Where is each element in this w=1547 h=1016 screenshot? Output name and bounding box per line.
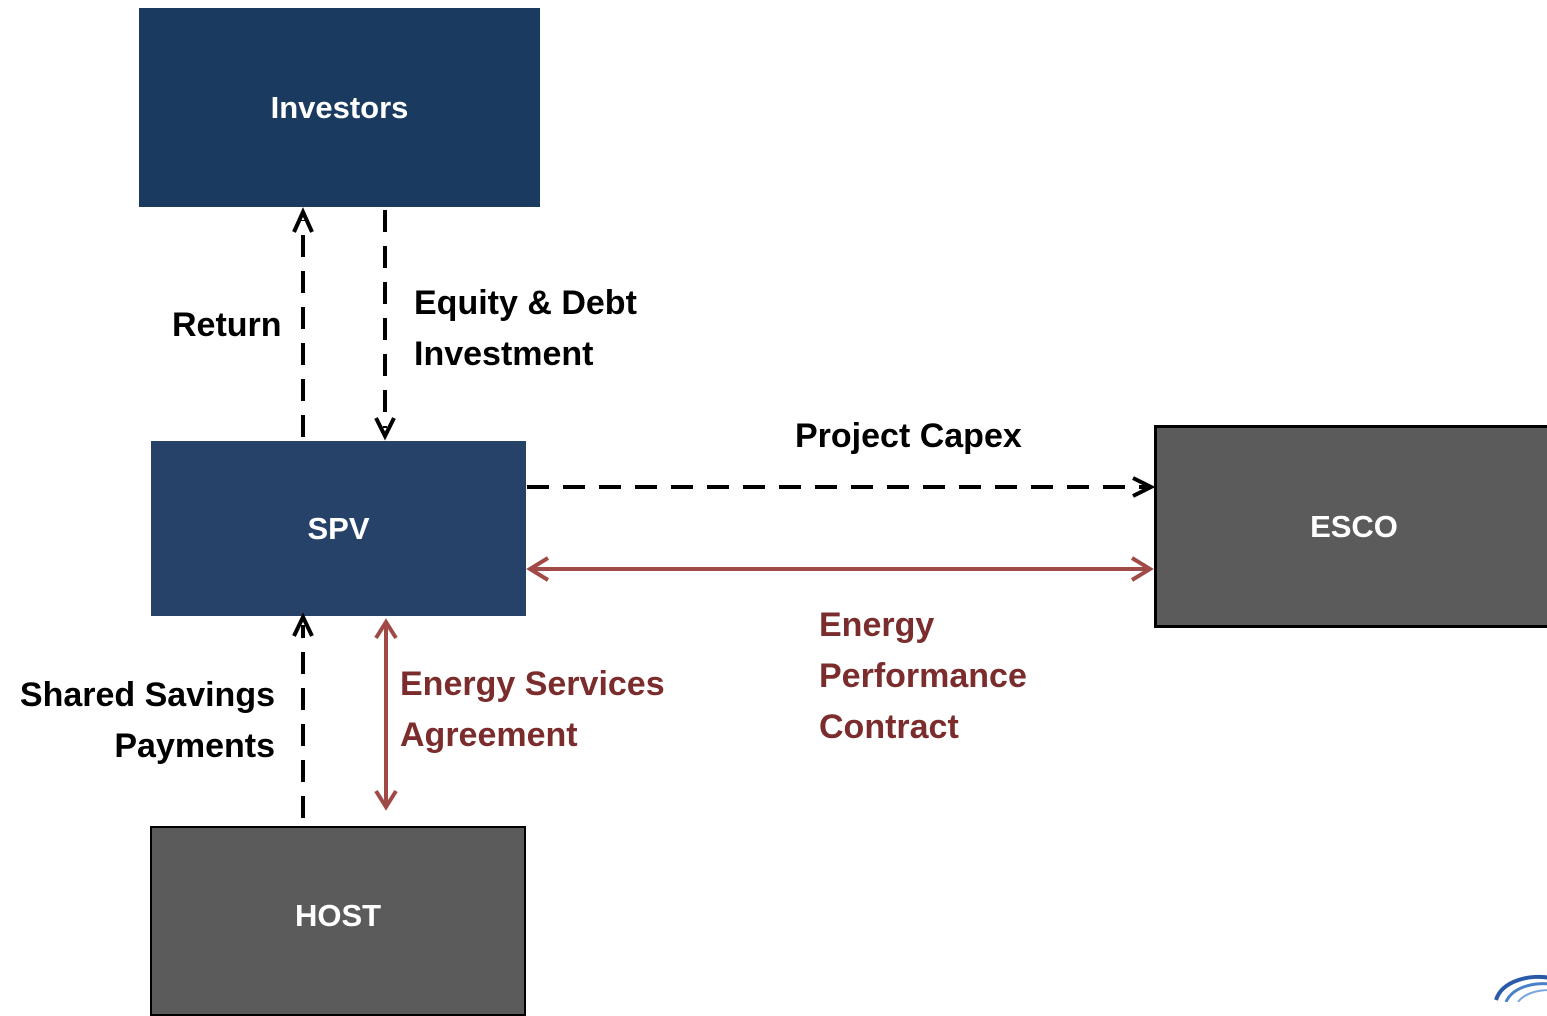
spv-node: SPV <box>151 441 526 616</box>
globe-swoosh-logo-icon <box>1494 974 1547 1002</box>
energy-services-agreement-arrow <box>374 618 398 811</box>
host-label: HOST <box>294 898 382 933</box>
esco-label: ESCO <box>1310 508 1398 544</box>
investors-label: Investors <box>270 89 409 125</box>
shared-savings-label: Shared Savings Payments <box>19 676 275 765</box>
return-label: Return <box>172 306 282 344</box>
project-capex-label: Project Capex <box>795 417 1022 455</box>
investors-node: Investors <box>139 8 540 207</box>
project-capex-arrow <box>527 476 1156 498</box>
energy-performance-contract-arrow <box>526 556 1154 582</box>
energy-services-agreement-label: Energy Services Agreement <box>400 665 665 754</box>
return-arrow <box>292 207 314 437</box>
spv-label: SPV <box>307 510 370 546</box>
energy-performance-contract-label: Energy Performance Contract <box>819 606 1027 746</box>
esco-node: ESCO <box>1154 425 1547 628</box>
shared-savings-arrow <box>292 612 314 818</box>
equity-debt-label: Equity & Debt Investment <box>414 284 637 373</box>
equity-debt-arrow <box>374 210 396 441</box>
